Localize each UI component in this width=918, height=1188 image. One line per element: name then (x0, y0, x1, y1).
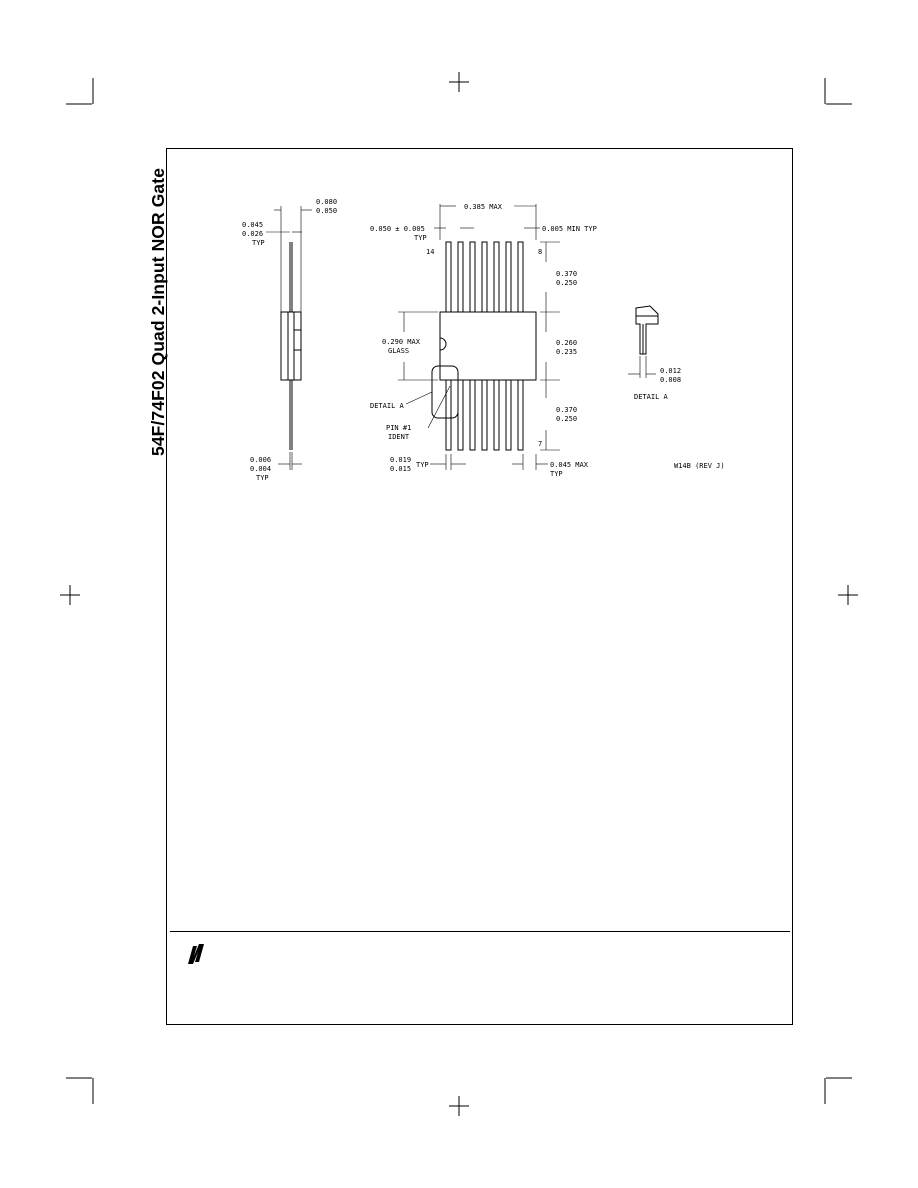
dim-label: 0.385 MAX (464, 203, 503, 211)
drawing-ref: W14B (REV J) (674, 462, 725, 470)
drawing-labels: 0.080 0.050 0.045 0.026 TYP 0.006 0.004 … (242, 198, 725, 482)
detail-a-bubble (431, 365, 459, 419)
dim-label: 0.235 (556, 348, 577, 356)
package-drawing: 0.080 0.050 0.045 0.026 TYP 0.006 0.004 … (242, 198, 725, 482)
dim-label: 0.050 ± 0.005 (370, 225, 425, 233)
dim-label: 0.050 (316, 207, 337, 215)
callout-label: PIN #1 (386, 424, 411, 432)
top-view (398, 204, 560, 470)
content-frame (166, 148, 793, 1025)
callout-label: IDENT (388, 433, 410, 441)
dim-label: 0.004 (250, 465, 271, 473)
dim-label: 0.290 MAX (382, 338, 421, 346)
upper-leads (445, 241, 524, 313)
side-view (266, 206, 312, 470)
callout-label: DETAIL A (634, 393, 669, 401)
pin-label: 8 (538, 248, 542, 256)
lower-leads (445, 379, 524, 451)
dim-label: 0.250 (556, 279, 577, 287)
footer-rule (170, 931, 790, 932)
dim-label: 0.006 (250, 456, 271, 464)
dim-label: TYP (550, 470, 563, 478)
dim-label: 0.045 MAX (550, 461, 589, 469)
dim-label: 0.250 (556, 415, 577, 423)
detail-a-lead (635, 305, 659, 355)
dim-label: 0.370 (556, 406, 577, 414)
dim-label: GLASS (388, 347, 409, 355)
pin-label: 14 (426, 248, 434, 256)
side-body (280, 311, 302, 381)
dim-label: TYP (252, 239, 265, 247)
dim-label: 0.005 MIN TYP (542, 225, 597, 233)
dim-label: 0.026 (242, 230, 263, 238)
detail-a-view (628, 305, 659, 378)
dim-label: 0.008 (660, 376, 681, 384)
pin1-notch (439, 337, 447, 351)
callout-label: DETAIL A (370, 402, 405, 410)
dim-label: 0.260 (556, 339, 577, 347)
dim-label: 0.015 (390, 465, 411, 473)
company-logo (188, 944, 204, 964)
dim-label: 0.370 (556, 270, 577, 278)
dim-label: 0.019 (390, 456, 411, 464)
dim-label: TYP (414, 234, 427, 242)
pin-label: 7 (538, 440, 542, 448)
dim-label: TYP (256, 474, 269, 482)
dim-label: 0.080 (316, 198, 337, 206)
dim-label: 0.012 (660, 367, 681, 375)
package-body (439, 311, 537, 381)
dim-label: 0.045 (242, 221, 263, 229)
dim-label: TYP (416, 461, 429, 469)
